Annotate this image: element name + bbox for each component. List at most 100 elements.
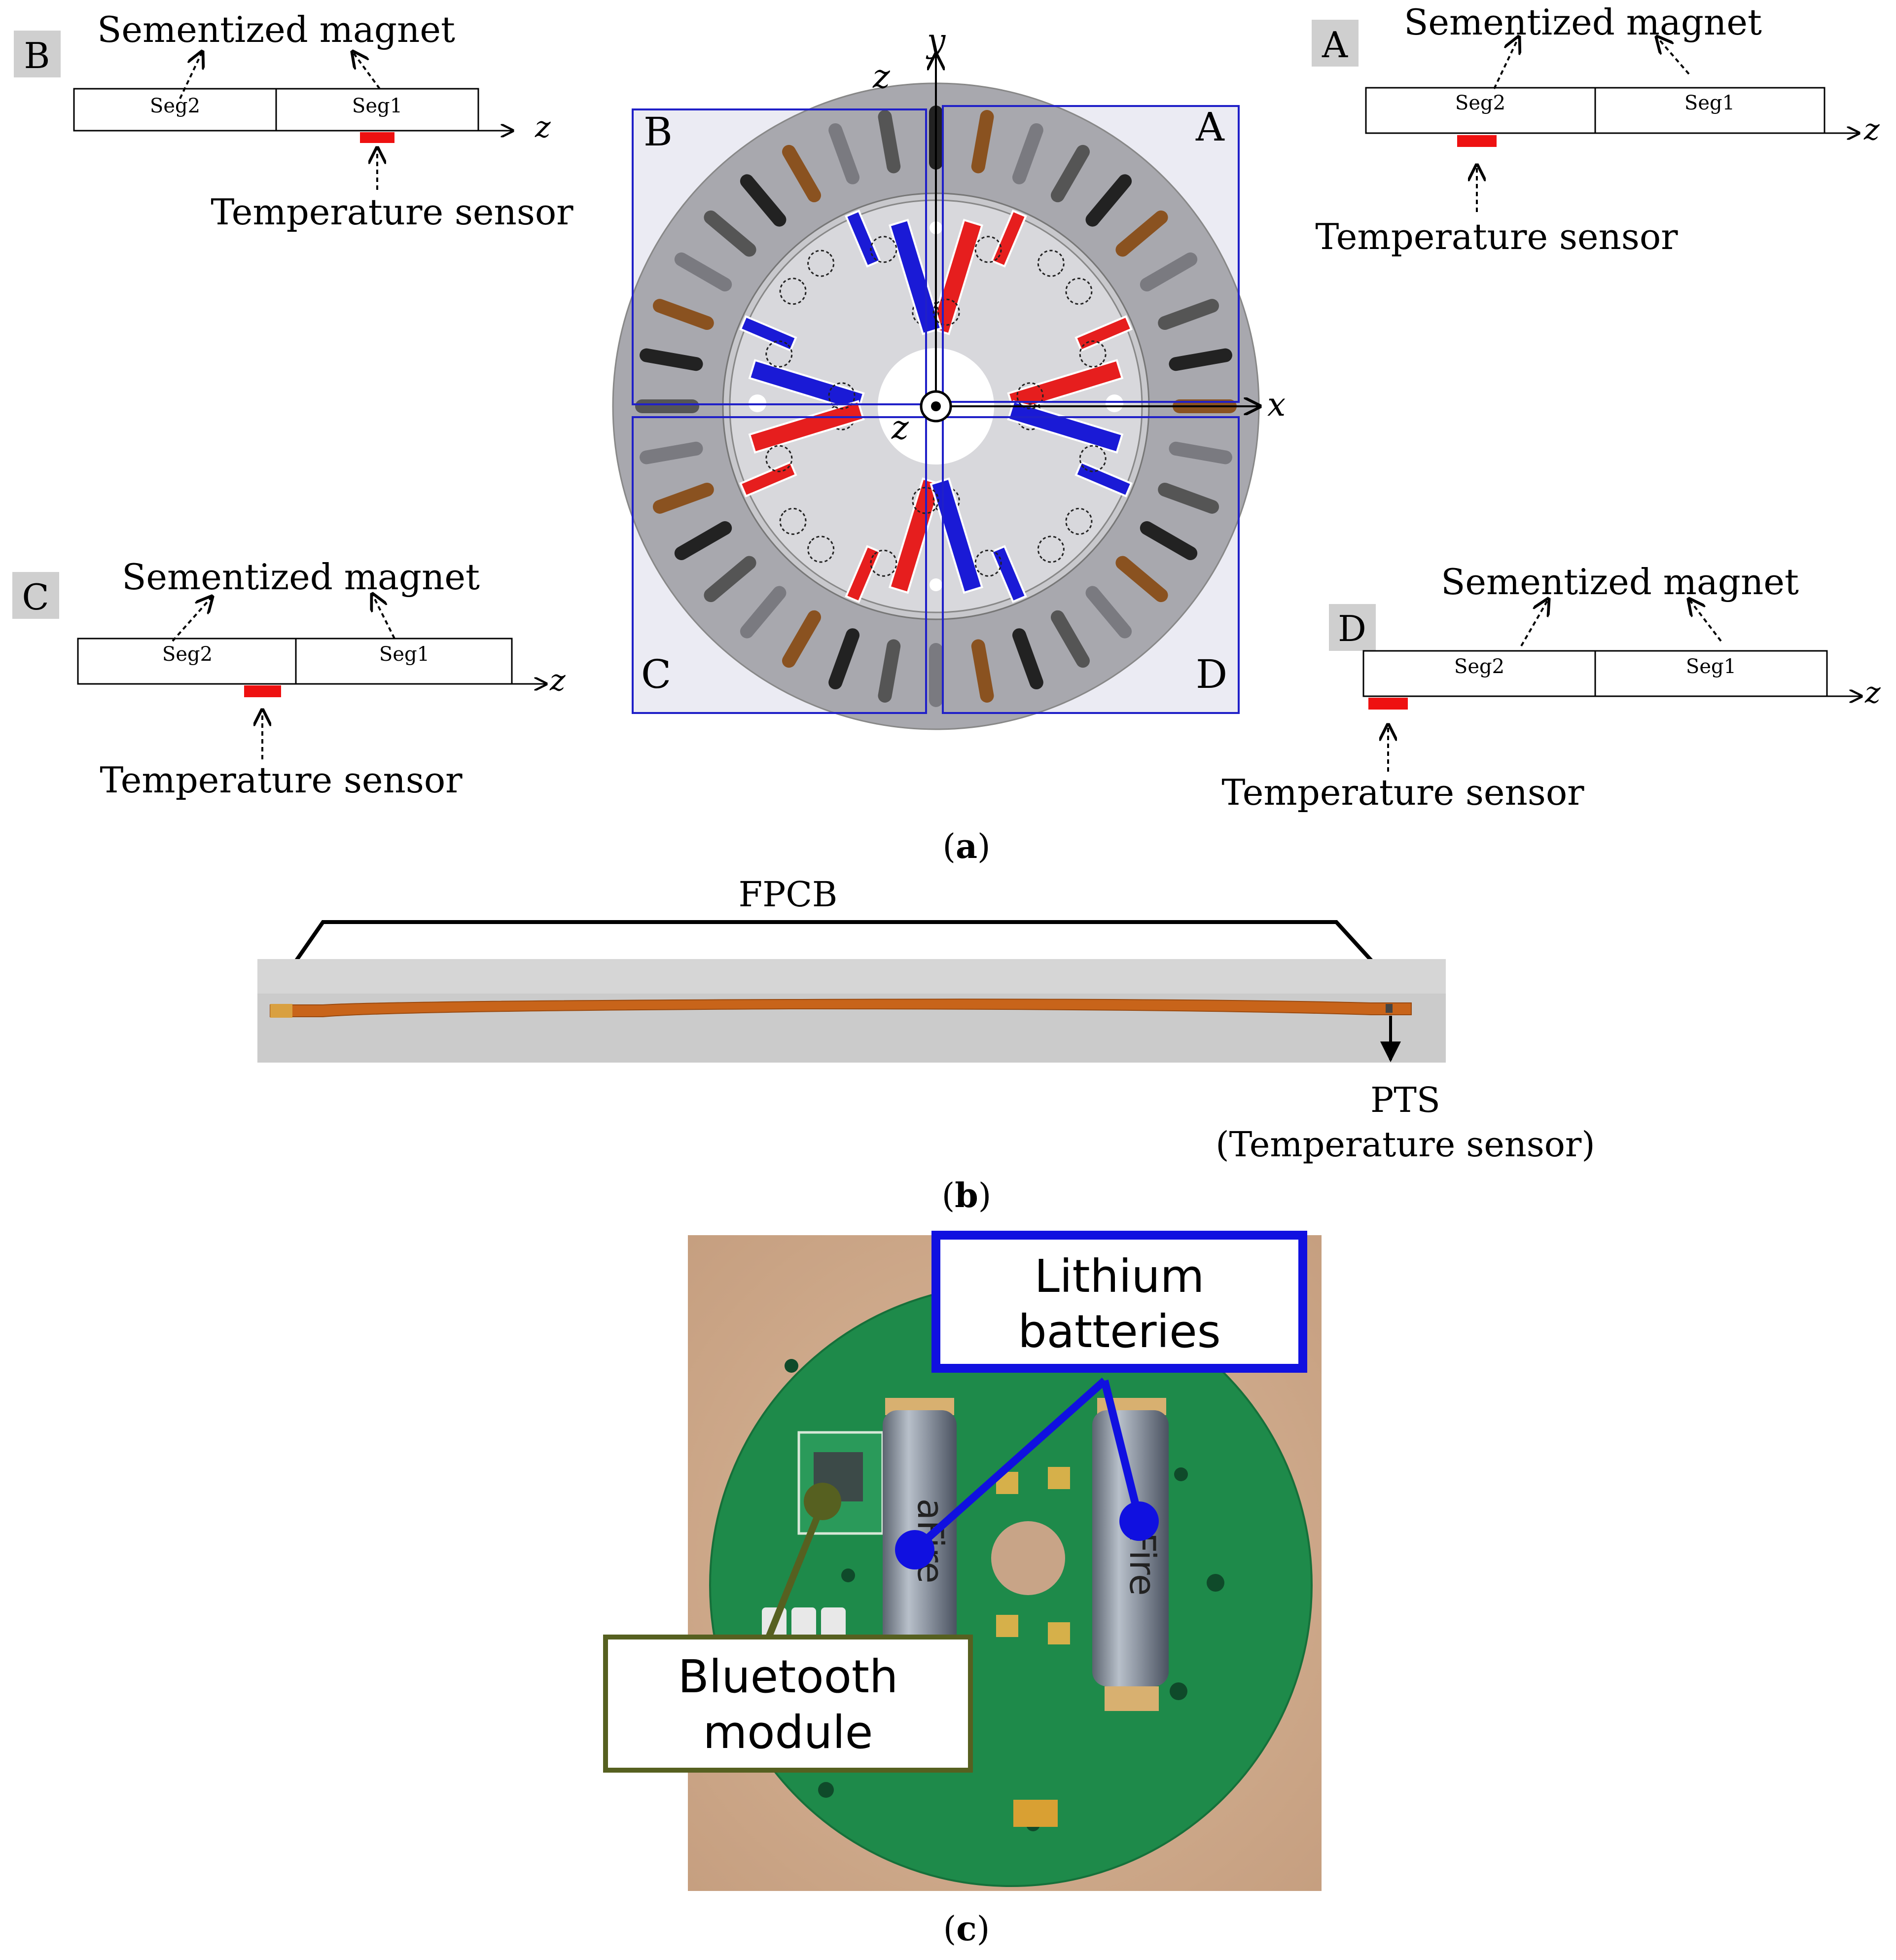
quadrant-d bbox=[942, 416, 1240, 714]
stator-slots bbox=[635, 106, 1237, 707]
panel-a-sensor bbox=[1457, 135, 1497, 147]
pcb-photo: aFire aFire Lithium batteries Bluetooth … bbox=[603, 1231, 1322, 1891]
stator-slot bbox=[640, 348, 703, 371]
panel-b-magnet-label: Sementized magnet bbox=[97, 9, 455, 50]
motor-cross-section: B A C D y x z z bbox=[612, 22, 1286, 730]
caption-b-close: ) bbox=[978, 1176, 992, 1215]
rotor-magnet-segment bbox=[845, 210, 882, 268]
panel-b-z-label: z bbox=[535, 110, 551, 144]
stator-slot bbox=[828, 123, 860, 184]
stator-slot bbox=[704, 210, 756, 257]
panel-a-sensor-label: Temperature sensor bbox=[1315, 216, 1678, 257]
panel-d-tag-box bbox=[1329, 604, 1376, 651]
pts-sublabel: (Temperature sensor) bbox=[1216, 1124, 1595, 1165]
x-axis-label: x bbox=[1267, 386, 1286, 424]
caption-c-open: ( bbox=[943, 1910, 957, 1949]
bluetooth-callout-dot bbox=[804, 1483, 841, 1520]
rotor-magnet-segment bbox=[739, 461, 797, 498]
panel-c-magnet bbox=[77, 638, 513, 685]
caption-b-open: ( bbox=[942, 1176, 955, 1215]
stator-slot bbox=[652, 299, 714, 330]
stator-slot bbox=[929, 643, 943, 707]
stator-slot bbox=[640, 441, 703, 464]
panel-d-schematic: D Sementized magnet Seg2 Seg1 z Temperat… bbox=[1221, 561, 1881, 813]
panel-d-seg2: Seg2 bbox=[1454, 655, 1504, 678]
quadrant-d-label: D bbox=[1196, 651, 1227, 697]
panel-a-seg1: Seg1 bbox=[1684, 92, 1735, 114]
quadrant-a bbox=[942, 105, 1240, 403]
stator-slot bbox=[1012, 123, 1043, 184]
rotor-magnet-segment bbox=[888, 218, 942, 335]
rotor-magnet-segment bbox=[990, 545, 1027, 603]
panel-b-tag: B bbox=[24, 35, 50, 76]
caption-a-open: ( bbox=[942, 827, 956, 866]
panel-c-sensor-label: Temperature sensor bbox=[100, 759, 463, 801]
stator-slot bbox=[1051, 610, 1090, 668]
fpcb-label: FPCB bbox=[739, 874, 838, 915]
rotor-magnet-segment bbox=[1074, 315, 1133, 352]
svg-text:(c): (c) bbox=[943, 1909, 990, 1949]
panel-a-tag-box bbox=[1312, 20, 1359, 67]
stator-slot bbox=[828, 628, 860, 690]
svg-text:(b): (b) bbox=[942, 1176, 992, 1215]
stator-slot bbox=[652, 482, 714, 514]
caption-a-close: ) bbox=[977, 827, 991, 866]
panel-d-z-label: z bbox=[1864, 676, 1881, 710]
caption-c-close: ) bbox=[977, 1910, 990, 1949]
panel-d-seg1: Seg1 bbox=[1686, 655, 1736, 678]
bluetooth-callout-line bbox=[763, 1502, 826, 1643]
quadrant-b-label: B bbox=[644, 109, 673, 155]
stator-slot bbox=[1115, 210, 1168, 257]
panel-b-schematic: B Sementized magnet Seg2 Seg1 z Temperat… bbox=[14, 9, 573, 233]
stator-slot bbox=[971, 639, 994, 703]
lithium-callout-dot-left bbox=[895, 1530, 934, 1569]
panel-c-tag: C bbox=[22, 576, 49, 618]
panel-c-seg1: Seg1 bbox=[379, 643, 429, 666]
rotor-magnet-segment bbox=[888, 477, 942, 594]
stator-slot bbox=[635, 399, 699, 413]
quadrant-c bbox=[632, 416, 927, 714]
bluetooth-callout-line1: Bluetooth bbox=[678, 1650, 898, 1703]
rotor-magnet-segment bbox=[748, 358, 865, 413]
caption-a-letter: a bbox=[956, 827, 977, 866]
panel-a-tag: A bbox=[1322, 24, 1348, 66]
stator-slot bbox=[704, 556, 756, 603]
panel-c-sensor bbox=[244, 685, 281, 697]
lithium-cell-right: aFire bbox=[1092, 1398, 1169, 1711]
stator-slot bbox=[1115, 556, 1168, 603]
panel-d-tag: D bbox=[1338, 608, 1366, 649]
quadrant-c-label: C bbox=[641, 651, 671, 697]
panel-c-tag-box bbox=[12, 572, 59, 619]
panel-b-tag-box bbox=[14, 31, 61, 77]
stator-slot bbox=[1158, 299, 1219, 330]
fpcb-photo: FPCB PTS (Temperature sensor) bbox=[257, 874, 1595, 1165]
stator-slot bbox=[1085, 174, 1132, 227]
pts-chip bbox=[1386, 1004, 1393, 1013]
stator-slot bbox=[674, 252, 732, 291]
fpcb-bracket bbox=[282, 920, 1390, 980]
pcb-center-hole bbox=[991, 1521, 1065, 1595]
stator-slot bbox=[1085, 586, 1132, 639]
lithium-callout-box bbox=[931, 1231, 1307, 1373]
lithium-callout-dot-right bbox=[1119, 1501, 1159, 1541]
bluetooth-callout-box bbox=[603, 1635, 973, 1773]
stator-slot bbox=[782, 610, 821, 668]
panel-c-magnet-label: Sementized magnet bbox=[122, 556, 480, 598]
caption-c-letter: c bbox=[956, 1909, 976, 1949]
quadrant-a-label: A bbox=[1195, 104, 1225, 150]
stator-slot bbox=[1051, 144, 1090, 203]
panel-d-magnet-label: Sementized magnet bbox=[1441, 561, 1799, 603]
stator-slot bbox=[1140, 252, 1198, 292]
stator-slot bbox=[878, 639, 901, 703]
lithium-callout-line2: batteries bbox=[1018, 1305, 1220, 1358]
stator-slot bbox=[782, 144, 822, 203]
panel-a-seg2: Seg2 bbox=[1455, 92, 1505, 114]
caption-b-letter: b bbox=[955, 1176, 978, 1215]
panel-b-seg1: Seg1 bbox=[352, 95, 402, 117]
lithium-callout-line-2 bbox=[1101, 1380, 1143, 1520]
bluetooth-callout-line2: module bbox=[703, 1706, 873, 1759]
quadrant-b bbox=[632, 108, 927, 405]
stator-slot bbox=[674, 521, 732, 560]
stator-slot bbox=[878, 110, 901, 174]
stator-slot bbox=[1140, 521, 1198, 560]
